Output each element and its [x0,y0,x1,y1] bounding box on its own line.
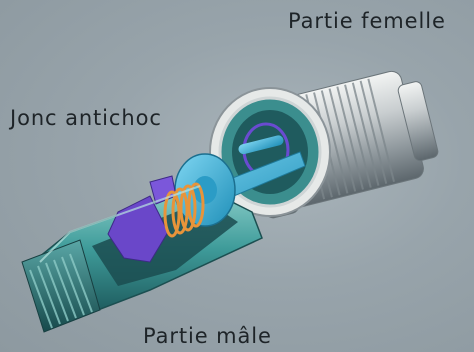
label-shock-ring: Jonc antichoc [10,106,162,130]
male-part [22,152,305,332]
female-part [210,61,444,220]
label-female-part: Partie femelle [288,9,446,33]
label-male-part: Partie mâle [143,324,272,348]
